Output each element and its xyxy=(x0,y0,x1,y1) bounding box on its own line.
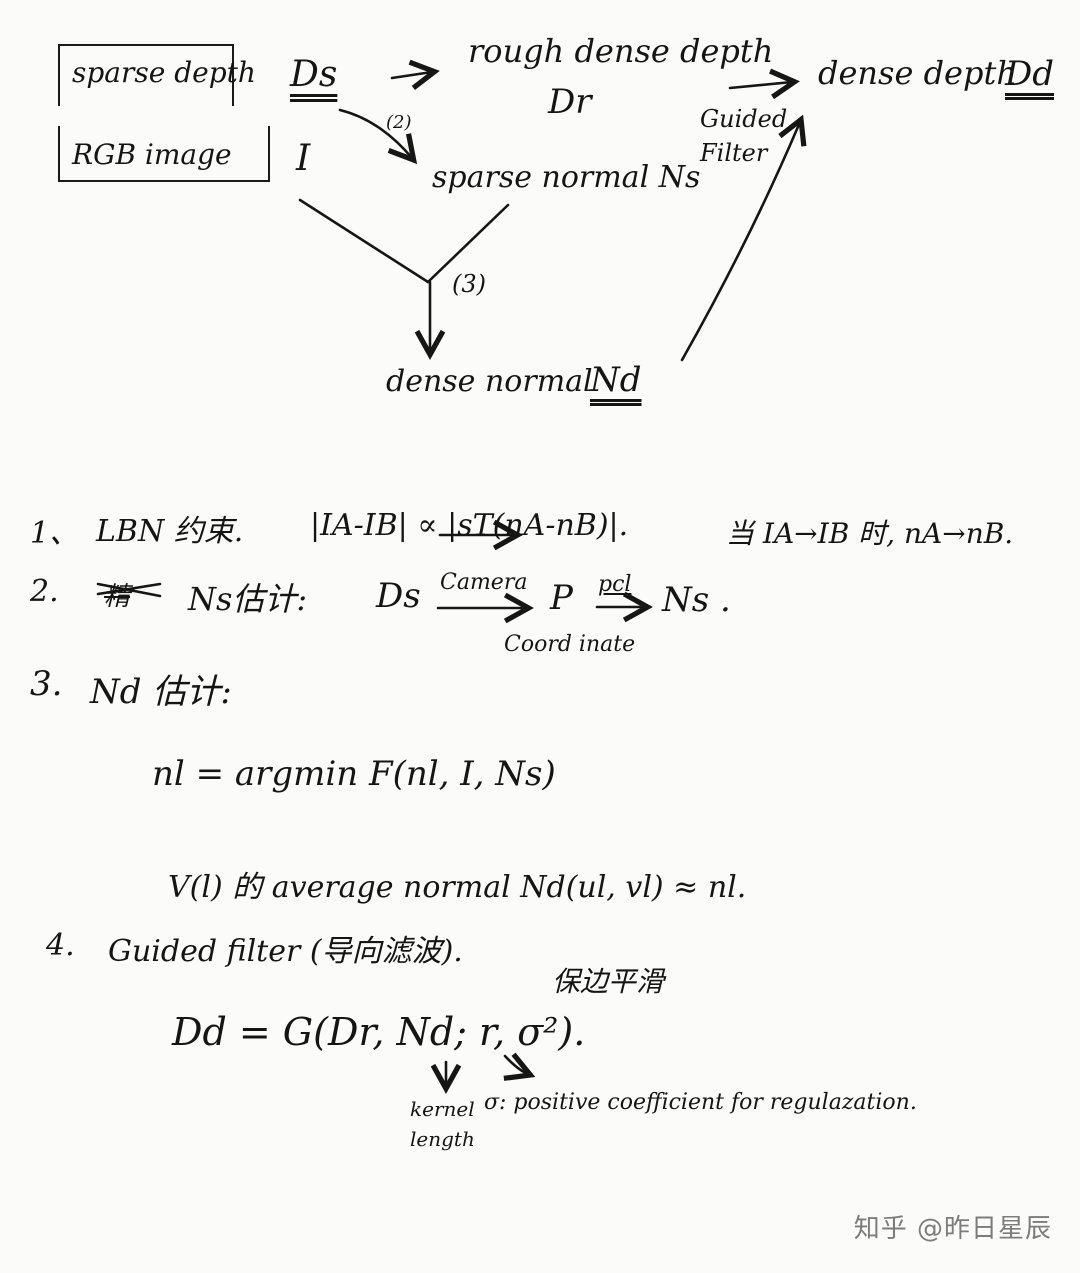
note-2-coordinate-label: Coord inate xyxy=(504,632,636,657)
rgb-image-label: RGB image xyxy=(72,138,232,171)
step-3-marker: (3) xyxy=(452,270,486,298)
note-4-index: 4. xyxy=(46,928,75,963)
note-2-ds: Ds xyxy=(376,576,421,616)
note-1-index: 1、 xyxy=(30,516,80,551)
note-2-title: Ns估计: xyxy=(188,580,308,618)
ds-symbol: Ds xyxy=(290,54,338,95)
note-3-title: Nd 估计: xyxy=(90,672,232,712)
note-4-formula: Dd = G(Dr, Nd; r, σ²). xyxy=(172,1010,586,1054)
dr-symbol: Dr xyxy=(548,82,592,122)
guided-filter-label: Guided Filter xyxy=(700,105,788,167)
note-4-keep-edge: 保边平滑 xyxy=(552,965,665,998)
note-1-title: LBN 约束. xyxy=(96,514,244,549)
step-2-marker: (2) xyxy=(386,112,412,133)
note-2-struck-word: 精 xyxy=(104,582,131,612)
dense-normal-label: dense normal xyxy=(386,364,593,399)
sparse-depth-box xyxy=(58,44,234,106)
zhihu-watermark: 知乎 @昨日星辰 xyxy=(853,1214,1052,1244)
i-symbol: I xyxy=(296,138,311,179)
rgb-image-box xyxy=(58,126,270,182)
sparse-depth-label: sparse depth xyxy=(72,56,256,89)
note-4-kernel-length: kernel length xyxy=(410,1097,475,1151)
note-1-condition: 当 IA→IB 时, nA→nB. xyxy=(726,517,1014,550)
note-4-sigma-note: σ: positive coefficient for regulazation… xyxy=(484,1090,917,1115)
note-2-pcl-label: pcl xyxy=(598,572,632,597)
sparse-normal-label: sparse normal Ns xyxy=(432,160,701,195)
note-2-p: P xyxy=(550,578,573,618)
note-2-index: 2. xyxy=(30,574,59,609)
dd-symbol: Dd xyxy=(1005,54,1055,94)
dense-depth-label: dense depth xyxy=(818,54,1017,92)
nd-symbol: Nd xyxy=(590,360,642,400)
note-2-ns: Ns . xyxy=(662,580,731,620)
note-2-camera-label: Camera xyxy=(440,570,528,595)
note-3-index: 3. xyxy=(30,664,63,704)
note-3-average-normal: V(l) 的 average normal Nd(ul, vl) ≈ nl. xyxy=(168,870,747,905)
note-3-formula: nl = argmin F(nl, I, Ns) xyxy=(152,754,556,794)
note-1-formula: |IA-IB| ∝ |sT(nA-nB)|. xyxy=(310,508,629,543)
note-4-title: Guided filter (导向滤波). xyxy=(108,934,463,969)
rough-dense-depth-label: rough dense depth xyxy=(468,32,774,70)
